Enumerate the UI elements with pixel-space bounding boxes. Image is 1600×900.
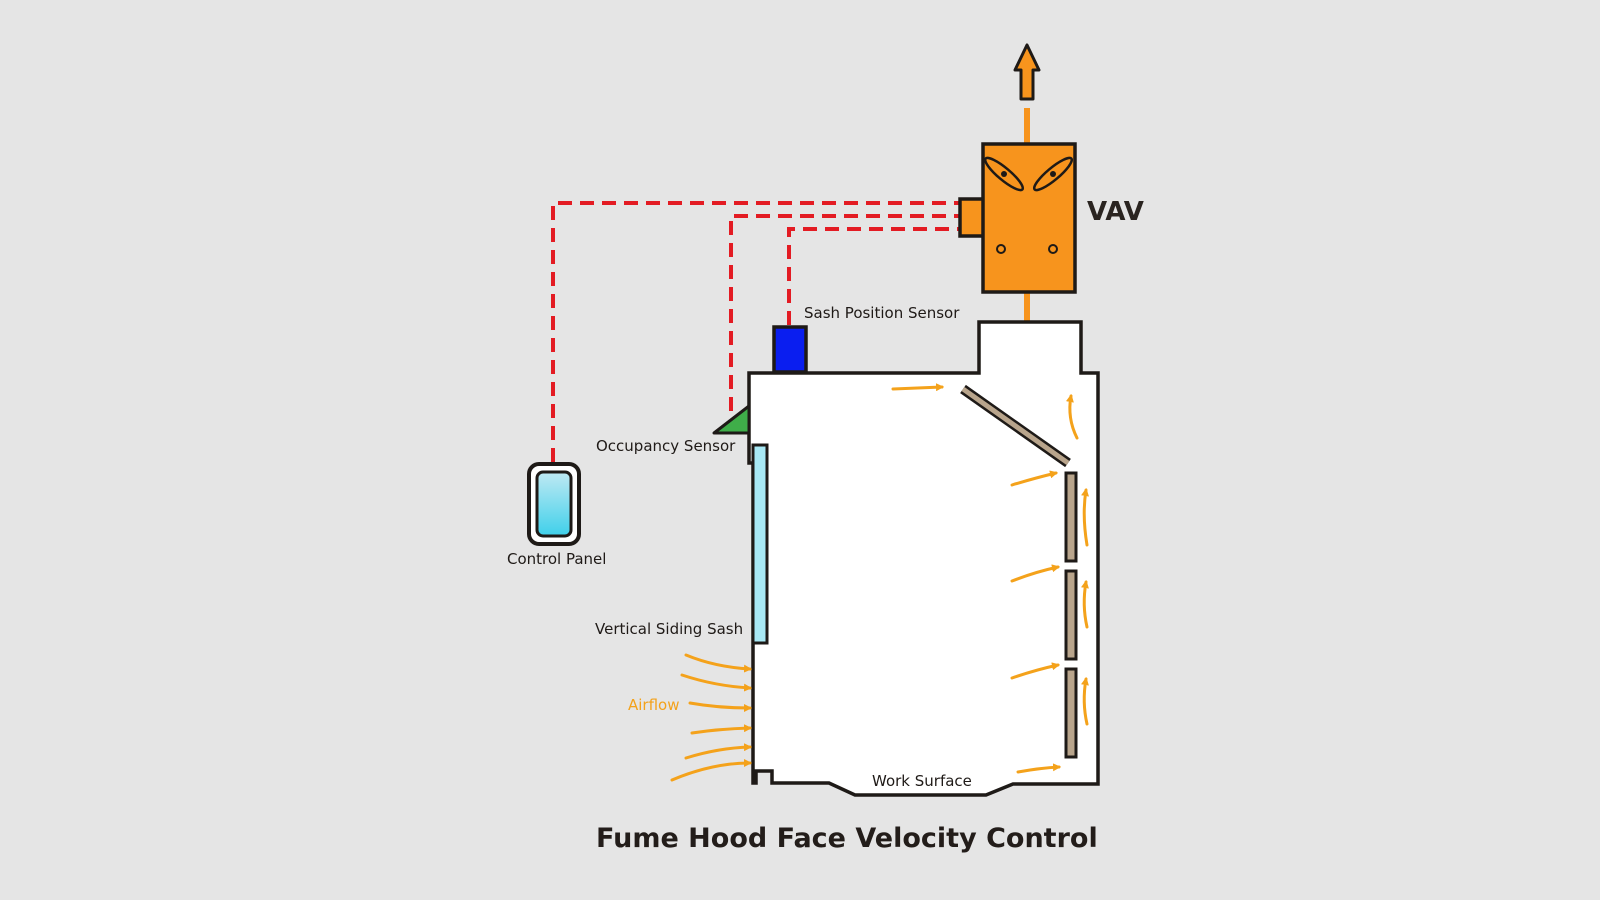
fume-hood-body bbox=[747, 320, 1100, 797]
vertical-sliding-sash-label: Vertical Siding Sash bbox=[595, 620, 743, 638]
damper-blade-icon bbox=[1032, 156, 1074, 192]
work-surface-label: Work Surface bbox=[872, 772, 972, 790]
occupancy-sensor bbox=[712, 404, 751, 435]
airflow-arrows-incoming bbox=[670, 653, 752, 782]
occupancy-sensor-label: Occupancy Sensor bbox=[596, 437, 736, 455]
exhaust-arrow-icon bbox=[1013, 43, 1041, 101]
vertical-sliding-sash bbox=[751, 443, 769, 645]
rear-baffle bbox=[1064, 569, 1078, 661]
control-panel bbox=[527, 462, 581, 546]
diagram-title: Fume Hood Face Velocity Control bbox=[596, 823, 1098, 854]
airflow-label: Airflow bbox=[628, 696, 680, 714]
vav-box bbox=[958, 142, 1077, 294]
rear-baffle bbox=[1064, 471, 1078, 563]
control-panel-label: Control Panel bbox=[507, 550, 606, 568]
sash-position-sensor-label: Sash Position Sensor bbox=[804, 304, 960, 322]
vav-label: VAV bbox=[1087, 197, 1144, 227]
sash-sensor-wire bbox=[787, 227, 962, 325]
control-panel-wire bbox=[551, 201, 962, 462]
airflow-arrows-internal bbox=[891, 383, 1090, 774]
damper-blade-icon bbox=[983, 156, 1025, 192]
top-baffle bbox=[960, 384, 1071, 468]
rear-baffle bbox=[1064, 667, 1078, 759]
sash-position-sensor bbox=[772, 325, 808, 374]
signal-wires bbox=[551, 201, 962, 462]
